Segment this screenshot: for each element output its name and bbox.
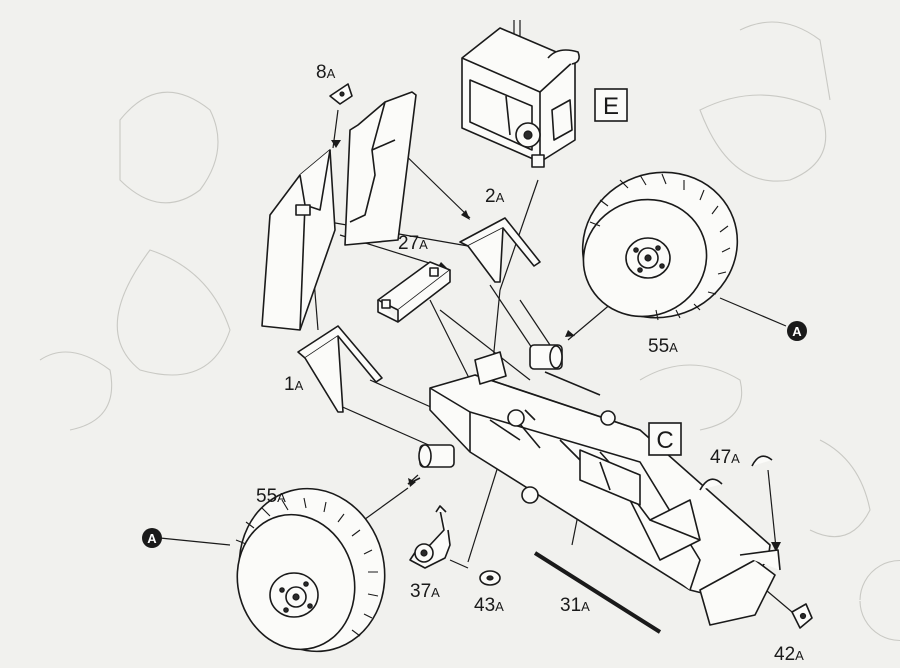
part-label-37a: 37A: [410, 581, 440, 602]
part-label-1a: 1A: [284, 374, 304, 395]
rear-panel: [344, 91, 417, 246]
marker-a-left-label: A: [147, 531, 157, 546]
marker-a-right: A: [787, 321, 807, 341]
subassembly-e-box: E: [594, 88, 628, 122]
part-label-55a-right: 55A: [648, 336, 678, 357]
marker-a-left: A: [142, 528, 162, 548]
part-27a-beam: [377, 261, 451, 323]
part-label-27a: 27A: [398, 233, 428, 254]
part-label-42a: 42A: [774, 644, 804, 665]
part-label-2a: 2A: [485, 186, 505, 207]
wheel-55a-right: [581, 171, 739, 321]
part-43a-washer: [479, 570, 501, 586]
side-panel: [261, 149, 336, 331]
part-2a-frame: [459, 217, 541, 283]
marker-a-right-label: A: [792, 324, 802, 339]
part-31a-rod: [533, 551, 662, 634]
subassembly-c-label: C: [656, 427, 673, 454]
part-37a-linkage: [409, 505, 451, 569]
part-label-31a: 31A: [560, 595, 590, 616]
background-ghost-sketch: [39, 21, 900, 642]
part-8a-bracket: [329, 83, 353, 105]
part-label-47a: 47A: [710, 447, 740, 468]
part-47a-handles: [699, 455, 773, 491]
part-1a-frame: [297, 325, 383, 413]
chassis-subassembly-c: [407, 344, 781, 626]
subassembly-e-engine: [461, 27, 580, 168]
part-label-8a: 8A: [316, 62, 336, 83]
part-42a-clip: [791, 603, 813, 629]
subassembly-e-label: E: [603, 93, 619, 120]
subassembly-c-box: C: [648, 422, 682, 456]
part-label-55a-left: 55A: [256, 486, 286, 507]
part-label-43a: 43A: [474, 595, 504, 616]
wheel-55a-left: [235, 487, 386, 653]
